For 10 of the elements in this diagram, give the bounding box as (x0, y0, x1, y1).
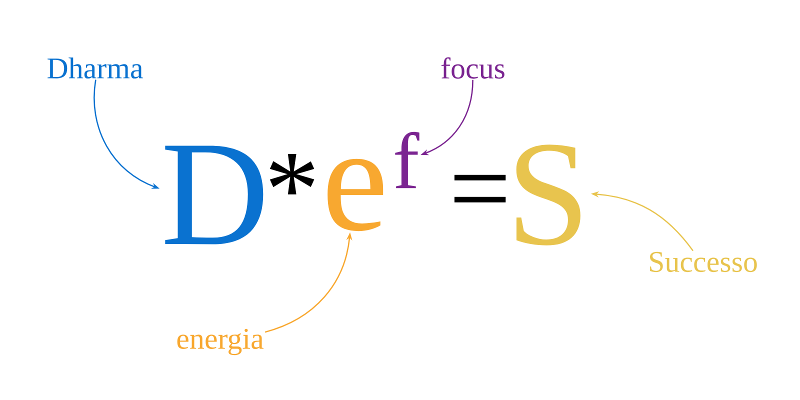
callout-text: Dharma (48, 57, 143, 79)
formula-letter: S (516, 144, 580, 246)
exponent-letter: f (395, 132, 420, 188)
formula-letter: e (328, 158, 384, 232)
operator-symbol: = (454, 174, 506, 202)
callout-text: focus (441, 57, 504, 79)
callout-text: energia (177, 328, 264, 356)
callout-text: Successo (650, 252, 757, 272)
operator-symbol: * (270, 154, 314, 194)
formula-letter: D (165, 146, 264, 244)
